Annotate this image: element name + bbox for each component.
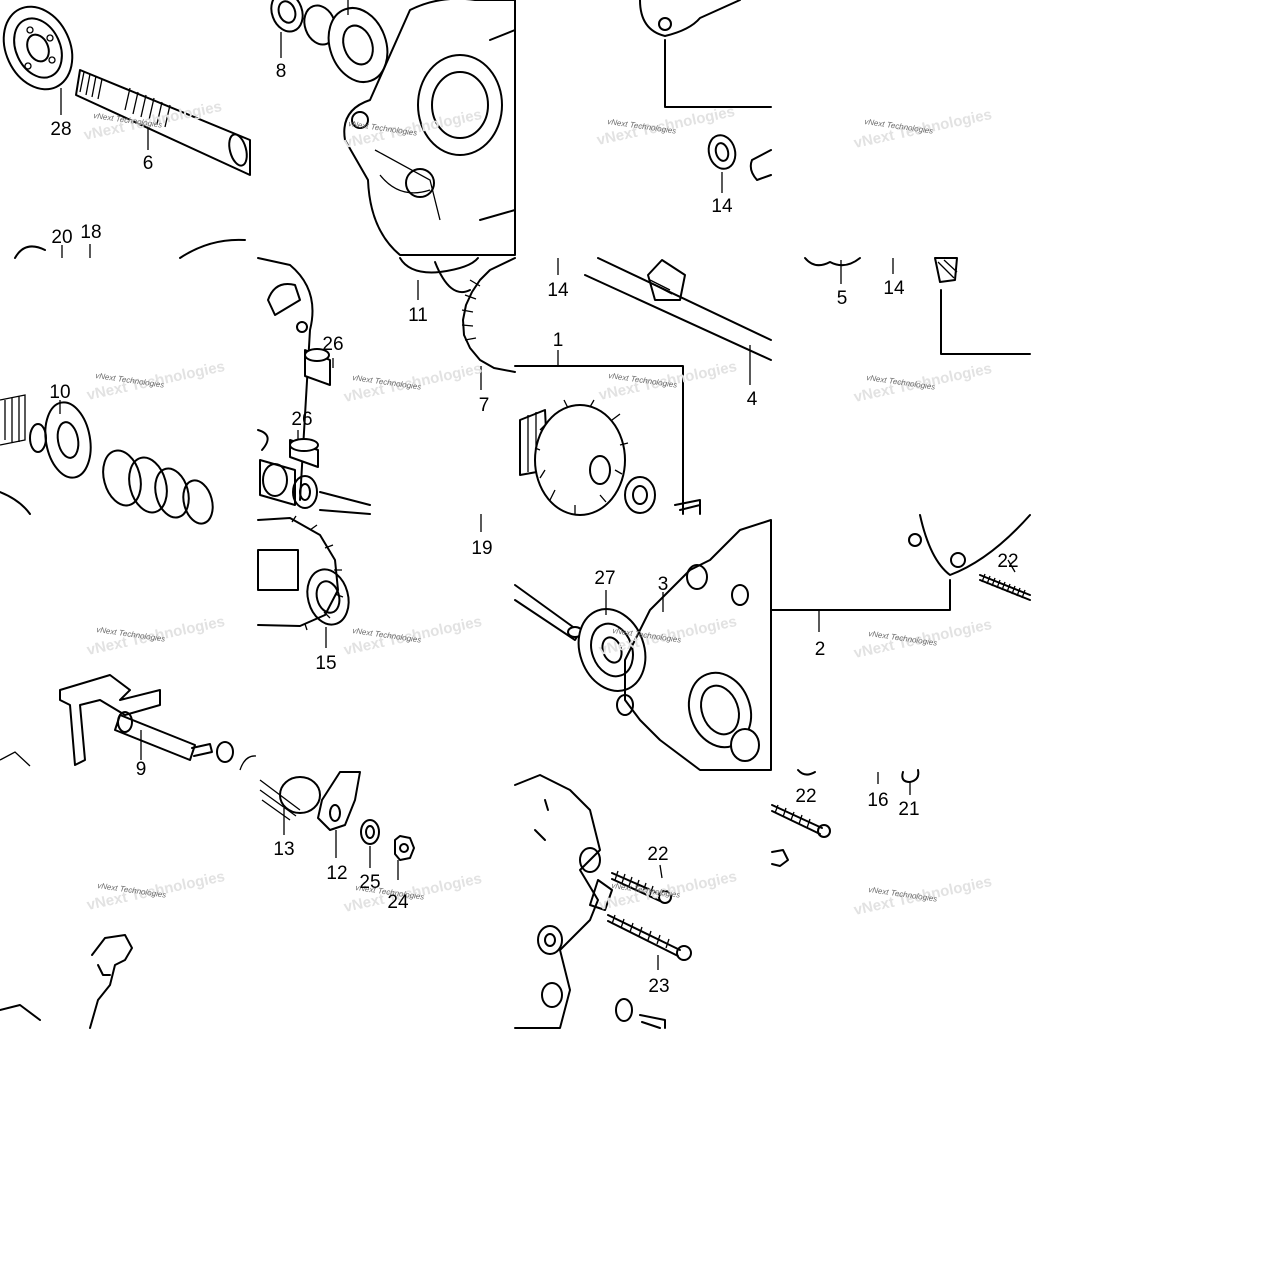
kick-arm-12-part xyxy=(317,771,361,831)
bolt-22-right-part xyxy=(771,769,831,867)
kick-spring-13-part xyxy=(259,776,321,821)
countershaft-gear-part xyxy=(514,365,701,516)
callout-label: 14 xyxy=(711,196,733,217)
callout-label: 13 xyxy=(273,839,294,860)
callout-label: 10 xyxy=(49,382,70,403)
washer-bolt-lower-part xyxy=(615,998,666,1029)
callout-label: 12 xyxy=(326,863,347,884)
callout-label: 14 xyxy=(547,280,569,301)
callout-label: 28 xyxy=(50,119,71,140)
bolt-22-part xyxy=(979,573,1031,601)
gear-7-part xyxy=(461,257,516,373)
callout-label: 14 xyxy=(883,278,905,299)
callout-label: 2 xyxy=(815,639,826,660)
callout-label: 18 xyxy=(80,222,101,243)
crankcase-3-part xyxy=(616,519,772,771)
callout-label: 22 xyxy=(647,844,668,865)
callout-label: 4 xyxy=(747,389,758,410)
kick-starter-spring-part xyxy=(0,238,246,525)
crankcase-2-part xyxy=(770,514,1031,611)
callout-label: 7 xyxy=(479,395,490,416)
shaft-4-part xyxy=(584,257,772,361)
callout-label: 22 xyxy=(795,786,816,807)
callout-label: 25 xyxy=(359,872,380,893)
bearing-27-part xyxy=(514,584,647,692)
washer-25-part xyxy=(360,819,380,845)
callout-label: 9 xyxy=(136,759,147,780)
leader-lines xyxy=(59,0,1016,970)
case-fragment-part xyxy=(639,0,772,181)
gasket-part xyxy=(257,257,314,501)
callout-label: 6 xyxy=(143,153,154,174)
clip-21-part xyxy=(901,769,920,783)
callout-label: 27 xyxy=(594,568,615,589)
crankcase-left-part xyxy=(514,774,613,1029)
callout-labels: 28 6 8 14 20 18 11 14 5 14 26 1 10 26 7 … xyxy=(49,61,1018,997)
needle-bearing-part xyxy=(804,257,1031,355)
dowel-pins-part xyxy=(259,348,371,515)
kick-lever-part xyxy=(0,934,133,1029)
callout-label: 16 xyxy=(867,790,888,811)
callout-label: 15 xyxy=(315,653,336,674)
callout-label: 20 xyxy=(51,227,72,248)
shift-fork-9-part xyxy=(0,674,257,771)
nut-24-part xyxy=(394,835,415,861)
callout-label: 8 xyxy=(276,61,287,82)
callout-label: 23 xyxy=(648,976,669,997)
callout-label: 22 xyxy=(997,551,1018,572)
callout-label: 26 xyxy=(322,334,343,355)
o-rings-part xyxy=(399,257,479,293)
callout-label: 5 xyxy=(837,288,848,309)
callout-label: 21 xyxy=(898,799,919,820)
callout-label: 1 xyxy=(553,330,564,351)
callout-label: 19 xyxy=(471,538,492,559)
watermark-layer: vNext Technologies vNext Technologies vN… xyxy=(82,98,993,919)
bearing-28-part xyxy=(2,5,74,91)
gear-15-part xyxy=(257,515,350,631)
callout-label: 26 xyxy=(291,409,312,430)
bolt-22-lower-part xyxy=(611,870,672,904)
callout-label: 24 xyxy=(387,892,409,913)
crankcase-cover-part xyxy=(343,0,516,256)
bolt-23-part xyxy=(607,914,692,961)
callout-label: 11 xyxy=(408,305,428,326)
washer-8-part xyxy=(270,0,389,83)
shaft-6-part xyxy=(75,69,251,176)
callout-label: 3 xyxy=(658,574,669,595)
